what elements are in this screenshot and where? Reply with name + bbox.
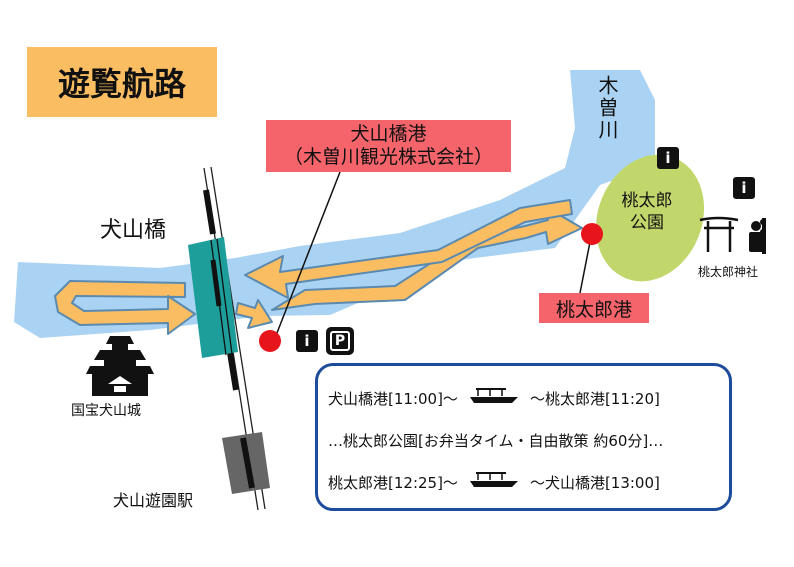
inuyama-pier-marker [259,330,281,352]
info-icon-park: i [657,147,679,169]
schedule-return-start: 桃太郎港[12:25]〜 [328,473,458,492]
schedule-row-return: 桃太郎港[12:25]〜 〜犬山橋港[13:00] [328,470,660,494]
boat-icon [468,386,520,410]
shrine-label: 桃太郎神社 [698,265,759,279]
route-arrow-to-pier [235,299,273,329]
parking-glyph: P [330,331,350,351]
momotaro-park-area [595,154,705,282]
route-arrow-return [244,199,573,299]
map-title: 遊覧航路 [27,47,217,117]
castle-label: 国宝犬山城 [71,403,141,419]
river-label: 木曽川 [595,75,619,141]
momotaro-pier-label: 桃太郎港 [539,293,649,323]
schedule-row-break: …桃太郎公園[お弁当タイム・自由散策 約60分]… [328,432,664,450]
schedule-outbound-start: 犬山橋港[11:00]〜 [328,389,458,408]
inuyama-bridge [188,237,238,358]
station-label: 犬山遊園駅 [113,491,194,510]
momotaro-pier-marker [581,223,603,245]
schedule-outbound-end: 〜桃太郎港[11:20] [529,389,660,408]
inuyama-pier-name: 犬山橋港 [350,123,427,145]
parking-icon: P [326,327,354,355]
info-icon: i [296,330,318,352]
castle-icon [86,336,154,396]
torii-icon [699,216,739,252]
bridge-label: 犬山橋 [100,218,167,243]
inuyama-pier-operator: （木曽川観光株式会社） [283,146,493,168]
info-icon-shrine: i [733,177,755,199]
river-shape [14,70,655,338]
inuyama-pier-label: 犬山橋港 （木曽川観光株式会社） [266,120,511,172]
schedule-row-outbound: 犬山橋港[11:00]〜 〜桃太郎港[11:20] [328,386,660,410]
route-arrow-west [54,280,196,335]
schedule-panel: 犬山橋港[11:00]〜 〜桃太郎港[11:20] …桃太郎公園[お弁当タイム・… [315,363,732,511]
park-label: 桃太郎公園 [621,191,673,233]
momotaro-figure-icon [749,218,766,254]
boat-icon [468,470,520,494]
schedule-return-end: 〜犬山橋港[13:00] [529,473,660,492]
